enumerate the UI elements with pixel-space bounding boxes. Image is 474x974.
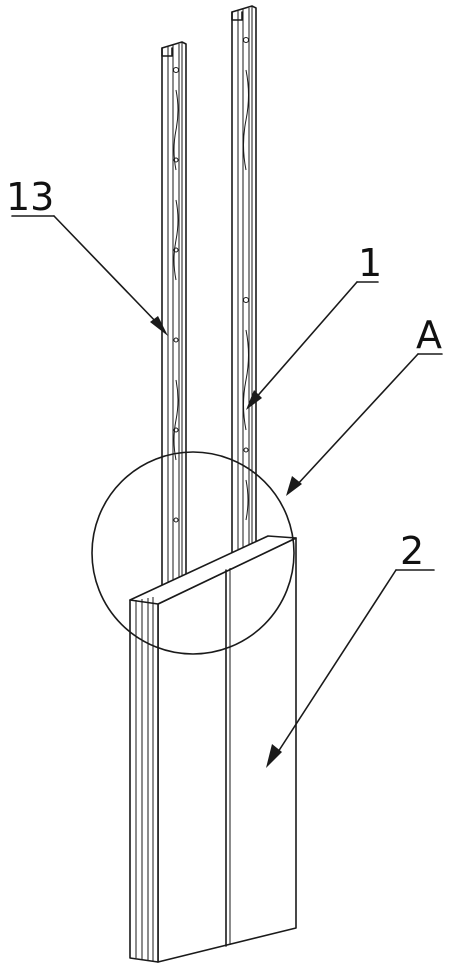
left-rail [161, 41, 187, 599]
detail-circle-a [91, 451, 295, 655]
callout-label-1: 1 [358, 241, 382, 285]
callout-label-13: 13 [6, 175, 54, 219]
leader-1 [246, 281, 379, 410]
leader-13 [11, 215, 168, 336]
leader-a [286, 353, 443, 496]
callout-label-a: A [416, 313, 442, 357]
main-panel [129, 535, 297, 963]
callout-label-2: 2 [400, 529, 424, 573]
leader-2 [266, 569, 435, 768]
right-rail [231, 5, 257, 557]
